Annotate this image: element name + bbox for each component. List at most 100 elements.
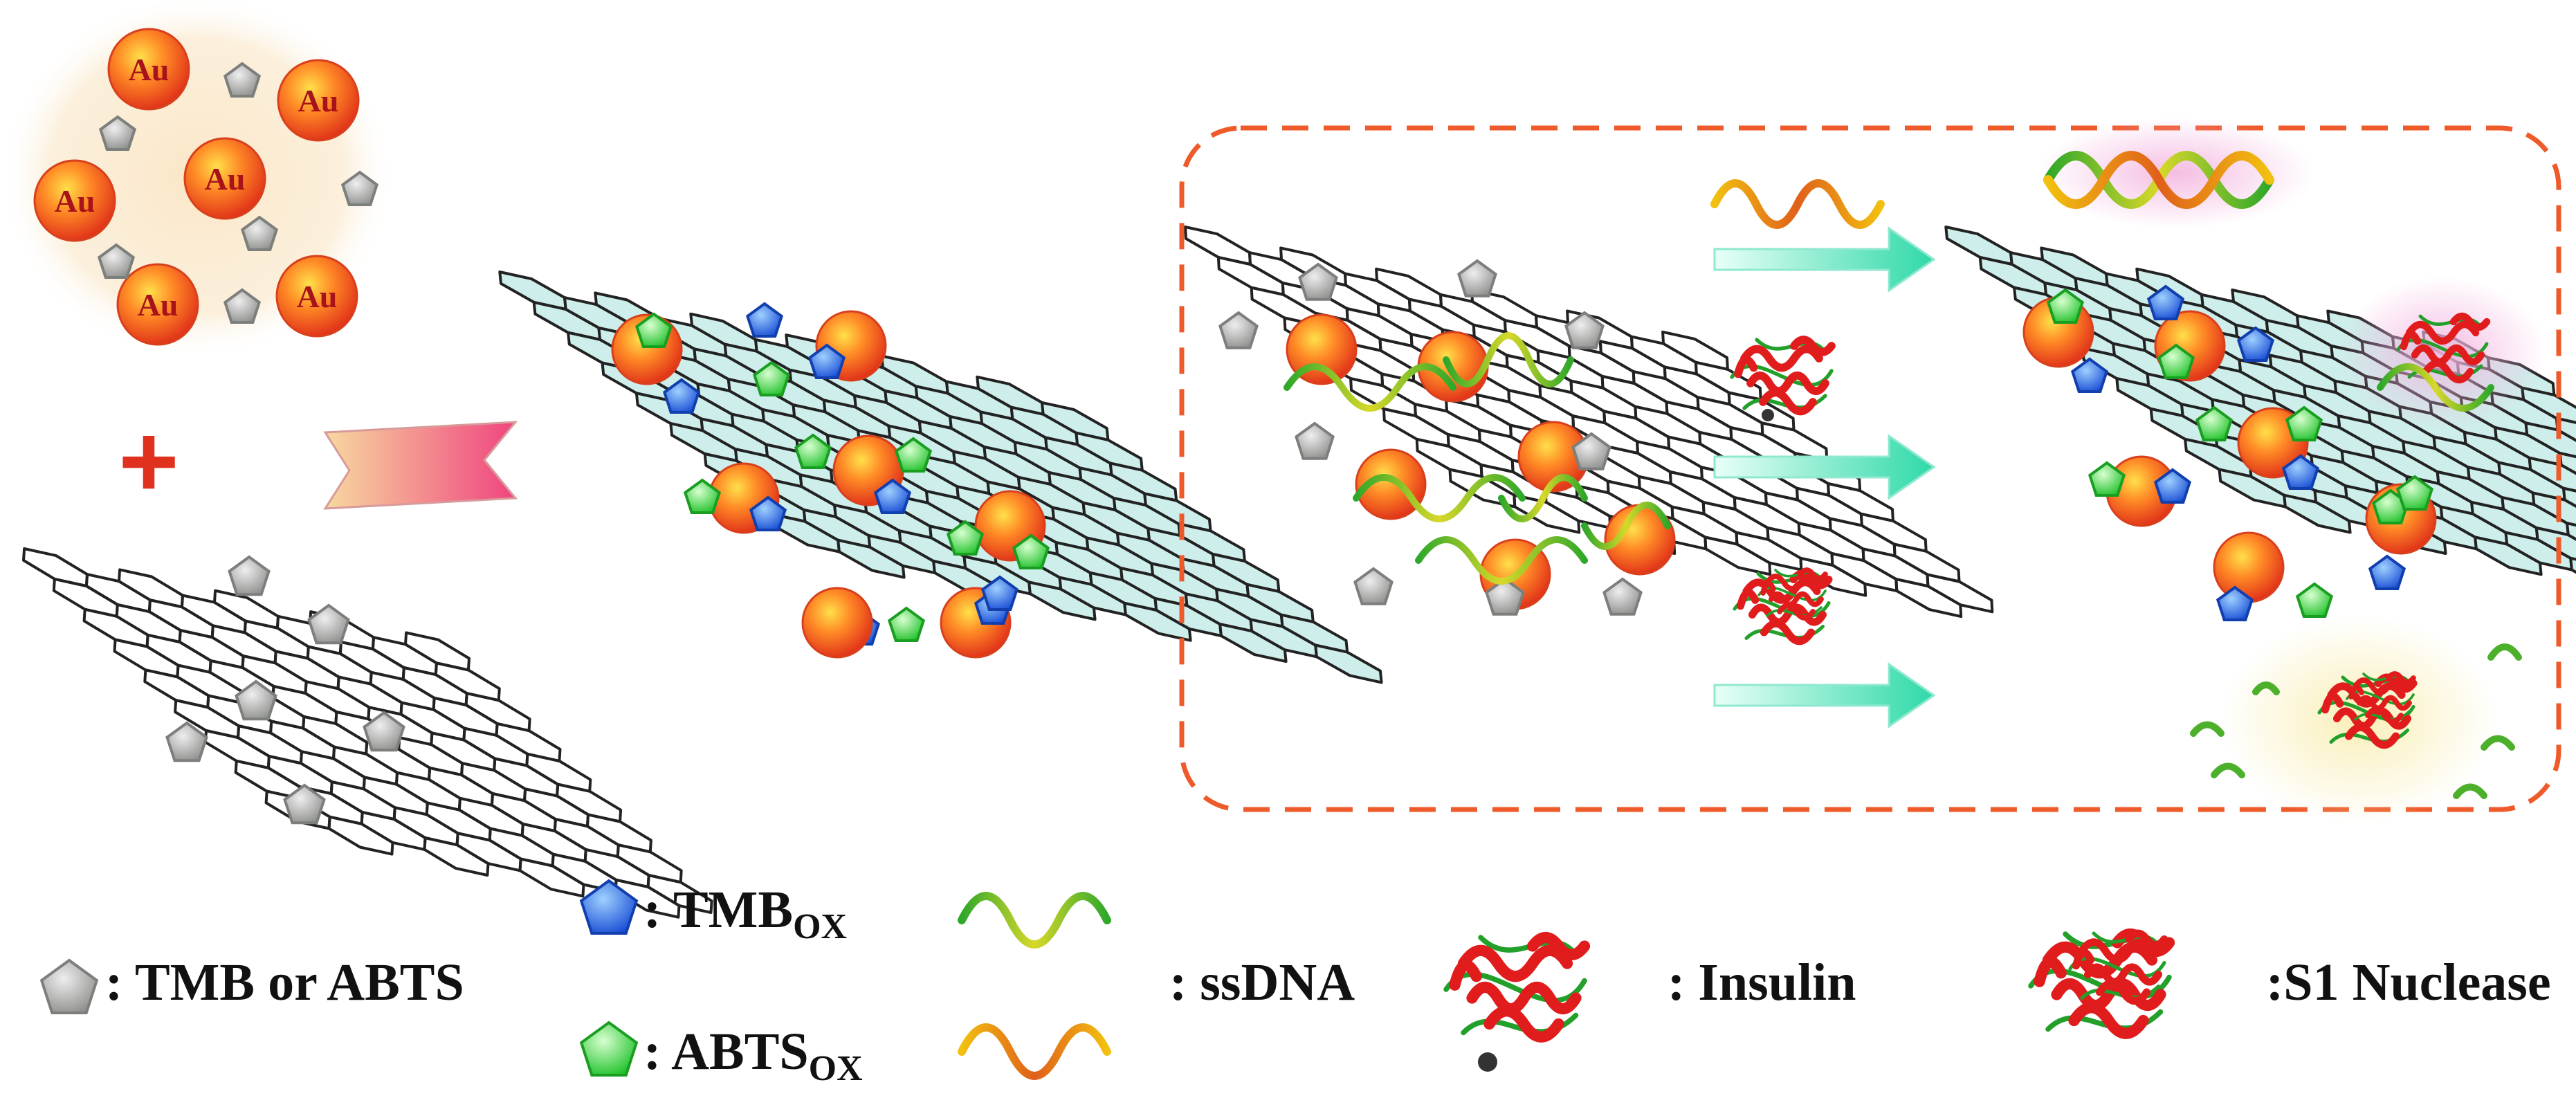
insulin-reagent-icon [1730, 336, 1836, 421]
green-pentagon-icon [887, 606, 926, 642]
gray-pentagon-icon [97, 243, 136, 279]
green-pentagon-icon [2046, 288, 2085, 324]
teal-arrow-icon [1713, 662, 1936, 729]
dna-fragment-icon [2481, 735, 2515, 751]
gray-pentagon-icon [340, 170, 379, 206]
legend-s1-nuclease: :S1 Nuclease [2028, 928, 2551, 1039]
gold-nanoparticle-label: Au [205, 161, 246, 196]
svg-text:: TMB or ABTS: : TMB or ABTS [105, 953, 464, 1012]
blue-pentagon-icon [749, 495, 787, 531]
dna-fragment-icon [2453, 783, 2487, 799]
green-pentagon-icon [2157, 343, 2195, 379]
gray-pentagon-icon [98, 115, 137, 151]
green-pentagon-icon [794, 433, 832, 469]
legend-ssdna: : ssDNA [958, 892, 1355, 1080]
green-pentagon-icon [2285, 405, 2323, 441]
svg-text:: TMBOX: : TMBOX [643, 881, 847, 946]
insulin-dna-complex-icon [2377, 312, 2494, 412]
gray-pentagon-icon [39, 958, 99, 1014]
blue-pentagon-icon [807, 343, 846, 379]
cluster-substrate-pentagons [97, 62, 379, 324]
green-pentagon-icon [579, 1021, 639, 1077]
gold-nanoparticle [1355, 448, 1427, 520]
blue-pentagon-icon [873, 478, 912, 514]
graphene-sheet-hybrid [498, 271, 1383, 684]
green-pentagon-icon [946, 520, 985, 556]
green-pentagon-icon [2395, 475, 2434, 511]
blue-pentagon-icon [745, 302, 784, 338]
dsdna-helix-icon [2043, 151, 2274, 209]
dna-strand-icon [1353, 474, 1526, 522]
blue-pentagon-icon [2216, 585, 2254, 621]
green-pentagon-icon [1012, 533, 1050, 569]
blue-pentagon-icon [662, 378, 701, 414]
green-pentagon-icon [579, 1021, 639, 1077]
gold-nanoparticle-label: Au [298, 83, 339, 118]
gray-pentagon-icon [1571, 432, 1611, 470]
dna-strand-icon [1581, 502, 1671, 550]
green-pentagon-icon [2195, 405, 2234, 441]
gold-nanoparticle-cluster [0, 0, 394, 360]
reaction-reagents [1710, 179, 1936, 729]
green-pentagon-icon [752, 360, 791, 396]
svg-text::S1 Nuclease: :S1 Nuclease [2266, 953, 2551, 1012]
blue-pentagon-icon [579, 879, 639, 935]
svg-text:: ssDNA: : ssDNA [1169, 953, 1355, 1012]
green-pentagon-icon [2295, 582, 2334, 618]
svg-text:: ABTSOX: : ABTSOX [643, 1023, 863, 1088]
gray-pentagon-icon [223, 62, 262, 98]
dna-strand-icon [958, 1023, 1111, 1080]
gold-nanoparticles [33, 28, 360, 346]
gray-pentagon-icon [1295, 421, 1335, 460]
dna-fragment-icon [2487, 643, 2522, 661]
gray-pentagon-icon [307, 603, 350, 645]
s1-nuclease-reagent-icon [1733, 567, 1833, 646]
teal-arrow-icon [1713, 226, 1936, 293]
graphene-sheet-bare [22, 547, 713, 919]
gold-nanoparticle-label: Au [138, 287, 179, 322]
gray-pentagon-icon [240, 215, 279, 251]
legend-abts-ox: : ABTSOX [579, 1021, 863, 1088]
blue-pentagon-icon [579, 879, 639, 935]
legend-tmb-ox: : TMBOX [579, 879, 847, 946]
released-products [2038, 118, 2546, 823]
green-pentagon-icon [2088, 461, 2126, 497]
gold-nanoparticle-label: Au [55, 183, 95, 219]
gold-nanoparticle [277, 59, 360, 142]
legend: : TMB or ABTS : TMBOX : ABTSOX : ssDNA :… [39, 879, 2551, 1088]
s1-nuclease-protein-icon [2028, 928, 2175, 1039]
synthesis-arrow-icon [323, 421, 518, 510]
blue-pentagon-icon [2070, 357, 2109, 393]
svg-text:: Insulin: : Insulin [1668, 953, 1856, 1012]
ssdna-reagent-icon [1710, 179, 1885, 229]
gold-nanoparticle-label: Au [129, 52, 170, 87]
blue-pentagon-icon [2146, 284, 2185, 320]
gray-pentagon-icon [283, 783, 326, 825]
dna-fragment-icon [2190, 721, 2225, 737]
gray-pentagon-icon [228, 555, 271, 596]
gray-pentagon-icon [1218, 311, 1259, 349]
gray-pentagon-icon [223, 288, 262, 324]
dashed-reaction-frame [1179, 125, 2561, 812]
legend-insulin: : Insulin [1443, 931, 1856, 1072]
gray-pentagon-icon [39, 958, 99, 1014]
gray-pentagon-icon [1298, 262, 1338, 301]
dna-strand-icon [958, 892, 1111, 949]
gold-nanoparticle [107, 28, 190, 111]
gold-nanoparticle [116, 263, 199, 346]
dna-fragment-icon [2252, 681, 2280, 695]
dna-strand-icon [1284, 363, 1456, 412]
gray-pentagon-icon [235, 679, 277, 721]
gray-pentagon-icon [363, 711, 405, 752]
gold-nanoparticle [183, 137, 266, 220]
dna-strand-icon [1443, 332, 1574, 387]
blue-pentagon-icon [2281, 454, 2320, 490]
blue-pentagon-icon [2368, 554, 2406, 590]
graphene-sheet-dna-coated [1184, 226, 1994, 619]
gold-nanoparticle [33, 159, 116, 242]
green-pentagon-icon [683, 478, 722, 514]
s1-nuclease-fragments-icon [2190, 643, 2522, 799]
dna-strand-icon [1498, 474, 1588, 522]
gray-pentagon-icon [1564, 311, 1605, 349]
